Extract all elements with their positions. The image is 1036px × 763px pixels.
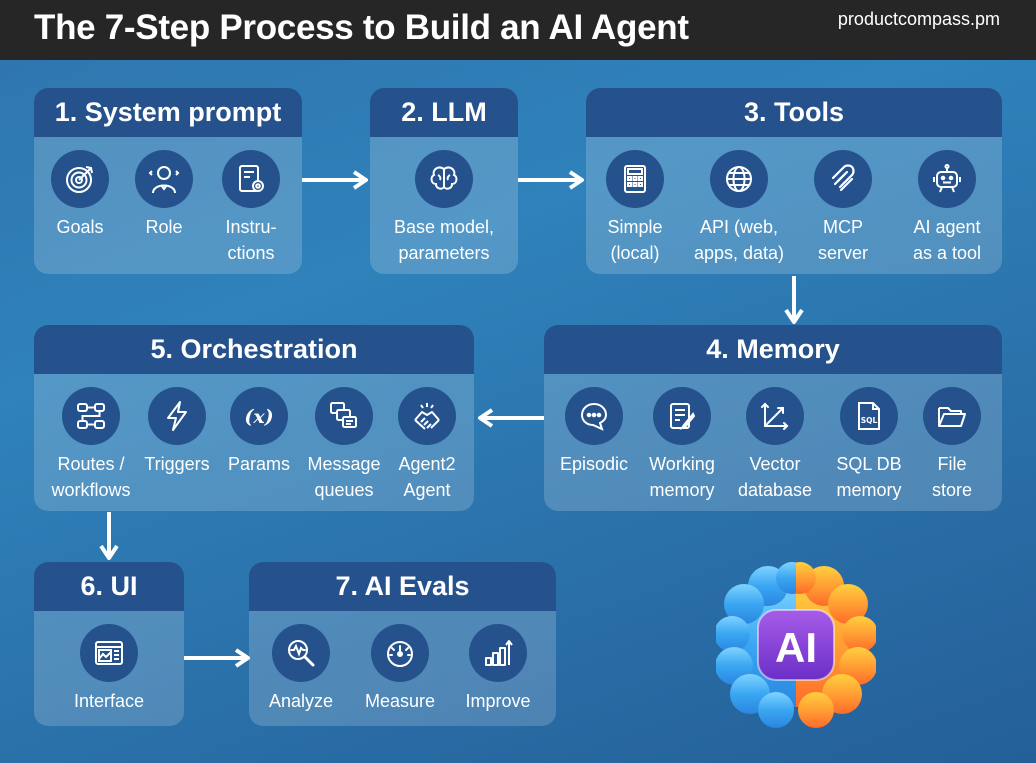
step-memory-title: 4. Memory [544, 325, 1002, 374]
step-evals-title: 7. AI Evals [249, 562, 556, 611]
item-label: Role [145, 217, 183, 237]
arrow-2-to-3 [518, 170, 584, 190]
item-label: File [937, 454, 967, 474]
item-label: Simple [607, 217, 663, 237]
item-label: Improve [465, 691, 531, 711]
item-label: Interface [73, 691, 145, 711]
gauge-icon [371, 624, 429, 682]
item-label-line2: ctions [227, 243, 275, 263]
ai-brain-logo-icon: AI [716, 562, 876, 728]
sql-file-icon: SQL [840, 387, 898, 445]
globe-icon [710, 150, 768, 208]
arrow-1-to-2 [302, 170, 368, 190]
item-label-line2: queues [314, 480, 374, 500]
target-icon [51, 150, 109, 208]
item-label-line2: apps, data) [693, 243, 785, 263]
chat-bubble-icon [565, 387, 623, 445]
arrow-3-to-4 [784, 276, 804, 324]
item-label: Params [227, 454, 290, 474]
item-label: Episodic [559, 454, 629, 474]
item-label-line2: memory [649, 480, 715, 500]
folder-icon [923, 387, 981, 445]
item-label-line2: (local) [610, 243, 660, 263]
step-evals-card: 7. AI Evals Analyze Measure [249, 562, 556, 726]
step-tools-title: 3. Tools [586, 88, 1002, 137]
paperclip-icon [814, 150, 872, 208]
item-label-line2: memory [836, 480, 902, 500]
step-memory-card: 4. Memory Episodic Working memory [544, 325, 1002, 511]
step-llm-title: 2. LLM [370, 88, 518, 137]
variable-icon: (x) [230, 387, 288, 445]
item-label-line2: database [737, 480, 813, 500]
logo-text: AI [775, 624, 817, 671]
calculator-icon [606, 150, 664, 208]
item-label: Triggers [144, 454, 210, 474]
arrow-5-to-6 [99, 512, 119, 560]
svg-text:(x): (x) [244, 406, 273, 428]
page-title: The 7-Step Process to Build an AI Agent [34, 8, 689, 47]
step-tools-card: 3. Tools Simple (local) API (web, apps, … [586, 88, 1002, 274]
handshake-icon [398, 387, 456, 445]
item-label: AI agent [913, 217, 981, 237]
item-label-line2: workflows [51, 480, 131, 500]
item-label: Vector [749, 454, 801, 474]
step-system-prompt-title: 1. System prompt [34, 88, 302, 137]
item-label-line2: store [931, 480, 973, 500]
svg-text:SQL: SQL [861, 416, 878, 425]
item-label: Working [649, 454, 715, 474]
item-label-line2: as a tool [912, 243, 982, 263]
step-ui-card: 6. UI Interface [34, 562, 184, 726]
step-orchestration-card: 5. Orchestration Routes / workflows Trig… [34, 325, 474, 511]
item-label: API (web, [699, 217, 779, 237]
item-label: Message [307, 454, 381, 474]
item-label: Instru- [225, 217, 277, 237]
item-label: MCP [823, 217, 863, 237]
item-label-line2: server [817, 243, 868, 263]
robot-icon [918, 150, 976, 208]
header-bar: The 7-Step Process to Build an AI Agent … [0, 0, 1036, 60]
step-ui-title: 6. UI [34, 562, 184, 611]
workflow-icon [62, 387, 120, 445]
lightning-icon [148, 387, 206, 445]
item-label: Agent2 [398, 454, 456, 474]
site-name: productcompass.pm [837, 9, 1000, 29]
step-system-prompt-card: 1. System prompt Goals Role [34, 88, 302, 274]
item-label: Routes / [57, 454, 125, 474]
message-queue-icon [315, 387, 373, 445]
vector-axes-icon [746, 387, 804, 445]
notepad-pencil-icon [653, 387, 711, 445]
person-icon [135, 150, 193, 208]
step-llm-card: 2. LLM Base model, parameters [370, 88, 518, 274]
brain-icon [415, 150, 473, 208]
item-label: SQL DB [836, 454, 902, 474]
step-orchestration-title: 5. Orchestration [34, 325, 474, 374]
item-label-line2: parameters [398, 243, 490, 263]
arrow-6-to-7 [184, 648, 250, 668]
magnifier-pulse-icon [272, 624, 330, 682]
item-label: Base model, [393, 217, 495, 237]
item-label: Goals [56, 217, 104, 237]
item-label: Measure [364, 691, 436, 711]
bar-growth-icon [469, 624, 527, 682]
document-gear-icon [222, 150, 280, 208]
arrow-4-to-5 [478, 408, 544, 428]
item-label-line2: Agent [403, 480, 451, 500]
item-label: Analyze [268, 691, 334, 711]
interface-icon [80, 624, 138, 682]
